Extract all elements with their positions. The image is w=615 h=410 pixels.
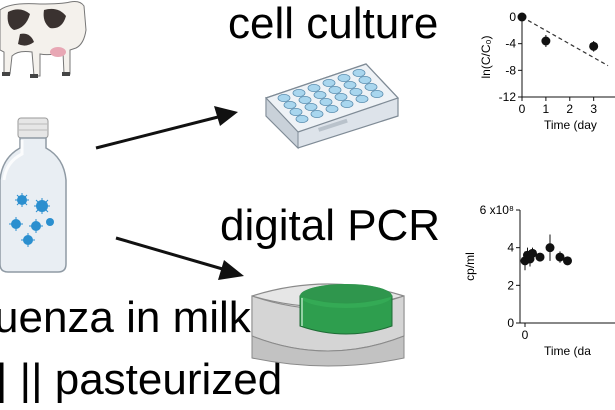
axis-lines — [519, 210, 615, 324]
well — [310, 110, 324, 119]
x-tick-label: 0 — [522, 328, 529, 342]
data-point — [545, 243, 555, 253]
x-tick-label: 3 — [590, 102, 597, 116]
well — [289, 108, 303, 117]
well — [322, 78, 336, 87]
y-tick-label: 0 — [507, 316, 514, 330]
x-tick-label: 2 — [566, 102, 573, 116]
well — [292, 88, 306, 97]
well — [325, 105, 339, 114]
y-axis-label: ln(C/C₀) — [479, 36, 493, 79]
data-point — [563, 256, 572, 266]
x-tick-label: 0 — [519, 102, 526, 116]
well — [352, 68, 366, 77]
data-point — [528, 248, 537, 258]
x-tick-label: 1 — [543, 102, 550, 116]
well — [343, 80, 357, 89]
well — [337, 73, 351, 82]
y-axis-label: cp/ml — [463, 252, 477, 281]
well — [313, 91, 327, 100]
well — [319, 98, 333, 107]
data-point — [517, 12, 527, 22]
y-tick-label: 0 — [509, 10, 516, 24]
y-tick-label: 4 — [507, 241, 514, 255]
arrow-to-digital-pcr — [115, 236, 227, 272]
y-tick-label: 2 — [507, 278, 514, 292]
well — [370, 90, 384, 99]
well — [349, 87, 363, 96]
title-line-2: | || pasteurized — [0, 355, 283, 404]
cow-icon — [0, 1, 87, 78]
trend-line — [521, 16, 609, 67]
milk-bottle-icon — [0, 117, 67, 273]
well — [298, 96, 312, 105]
well — [340, 100, 354, 109]
data-point — [541, 36, 551, 46]
well — [277, 94, 291, 103]
y-tick-label: -4 — [505, 37, 516, 51]
well — [295, 115, 309, 124]
y-tick-label: -8 — [505, 63, 516, 77]
arrow-to-cell-culture — [95, 114, 223, 150]
y-tick-label: 6 x10⁸ — [480, 203, 514, 217]
well — [334, 93, 348, 102]
well — [307, 83, 321, 92]
dpcr-cartridge-icon — [251, 283, 405, 367]
cell-culture-label: cell culture — [228, 0, 439, 48]
x-axis-label: Time (da — [544, 344, 591, 358]
y-tick-label: -12 — [499, 90, 517, 104]
x-axis-label: Time (day — [544, 118, 597, 132]
well — [355, 95, 369, 104]
data-point — [589, 41, 599, 51]
data-point — [535, 252, 545, 262]
well — [283, 101, 297, 110]
well — [358, 75, 372, 84]
digital-pcr-label: digital PCR — [220, 201, 441, 250]
well — [364, 82, 378, 91]
well-plate-icon — [264, 63, 400, 150]
title-line-1: uenza in milk — [0, 293, 251, 342]
data-point — [555, 252, 565, 262]
well — [304, 103, 318, 112]
well — [328, 85, 342, 94]
axis-lines — [521, 17, 615, 98]
